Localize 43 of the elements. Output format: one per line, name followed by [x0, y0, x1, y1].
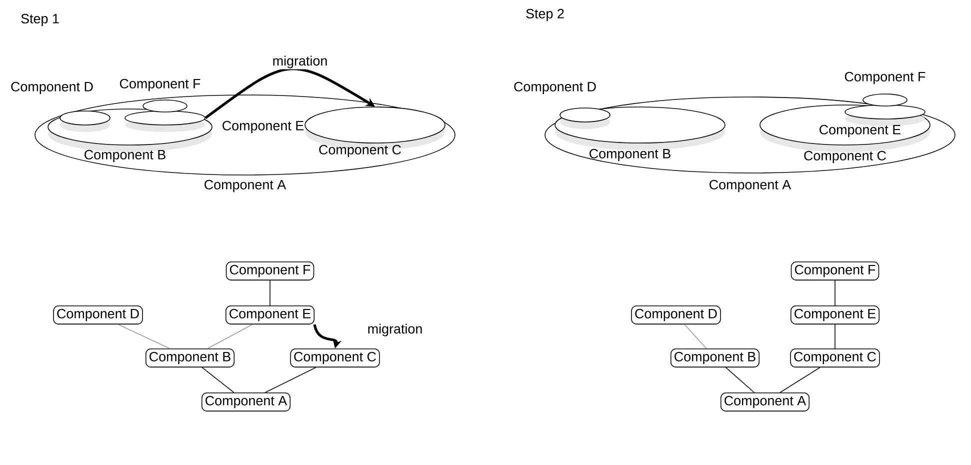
- component-label: Component D: [11, 82, 93, 94]
- component-box: Component C: [790, 348, 880, 368]
- component-box: Component F: [790, 262, 880, 280]
- component-label: Component F: [120, 78, 200, 92]
- component-box: Component D: [631, 306, 721, 324]
- component-box: Component D: [53, 306, 143, 324]
- component-label: Component B: [84, 150, 166, 162]
- edge-label: migration: [366, 322, 424, 338]
- edge-label: migration: [271, 54, 329, 70]
- ellipse-component: [862, 94, 908, 106]
- ellipse-component: [124, 110, 206, 132]
- step-label: Step 2: [526, 8, 564, 22]
- connector-line: [725, 367, 755, 393]
- component-label: Component B: [590, 148, 670, 162]
- component-label: Component F: [844, 72, 926, 84]
- component-label: Component C: [804, 150, 886, 164]
- component-box: Component F: [226, 262, 314, 280]
- connector-line: [834, 280, 836, 306]
- ellipse-component: [142, 100, 188, 112]
- component-label: Component C: [319, 144, 401, 158]
- component-label: Component A: [204, 180, 286, 192]
- component-box: Component C: [290, 348, 380, 368]
- component-box: Component E: [225, 306, 315, 324]
- connector-line: [202, 367, 234, 393]
- component-box: Component A: [201, 392, 291, 412]
- component-box: Component B: [146, 348, 235, 368]
- connector-line: [684, 324, 707, 349]
- connector-line: [834, 324, 836, 349]
- component-box: Component A: [720, 392, 810, 412]
- ellipse-component: [844, 104, 926, 126]
- step-label: Step 1: [21, 14, 59, 26]
- component-label: Component E: [820, 124, 901, 138]
- component-label: Component E: [222, 120, 304, 134]
- connector-line: [780, 367, 820, 393]
- connector-line: [118, 324, 170, 349]
- component-box: Component B: [670, 348, 760, 368]
- connector-line: [207, 324, 253, 349]
- ellipse-component: [560, 108, 610, 129]
- component-label: Component A: [710, 180, 792, 192]
- connector-line: [264, 367, 316, 393]
- component-box: Component E: [790, 306, 880, 324]
- component-label: Component D: [514, 82, 596, 94]
- ellipse-component: [60, 110, 110, 132]
